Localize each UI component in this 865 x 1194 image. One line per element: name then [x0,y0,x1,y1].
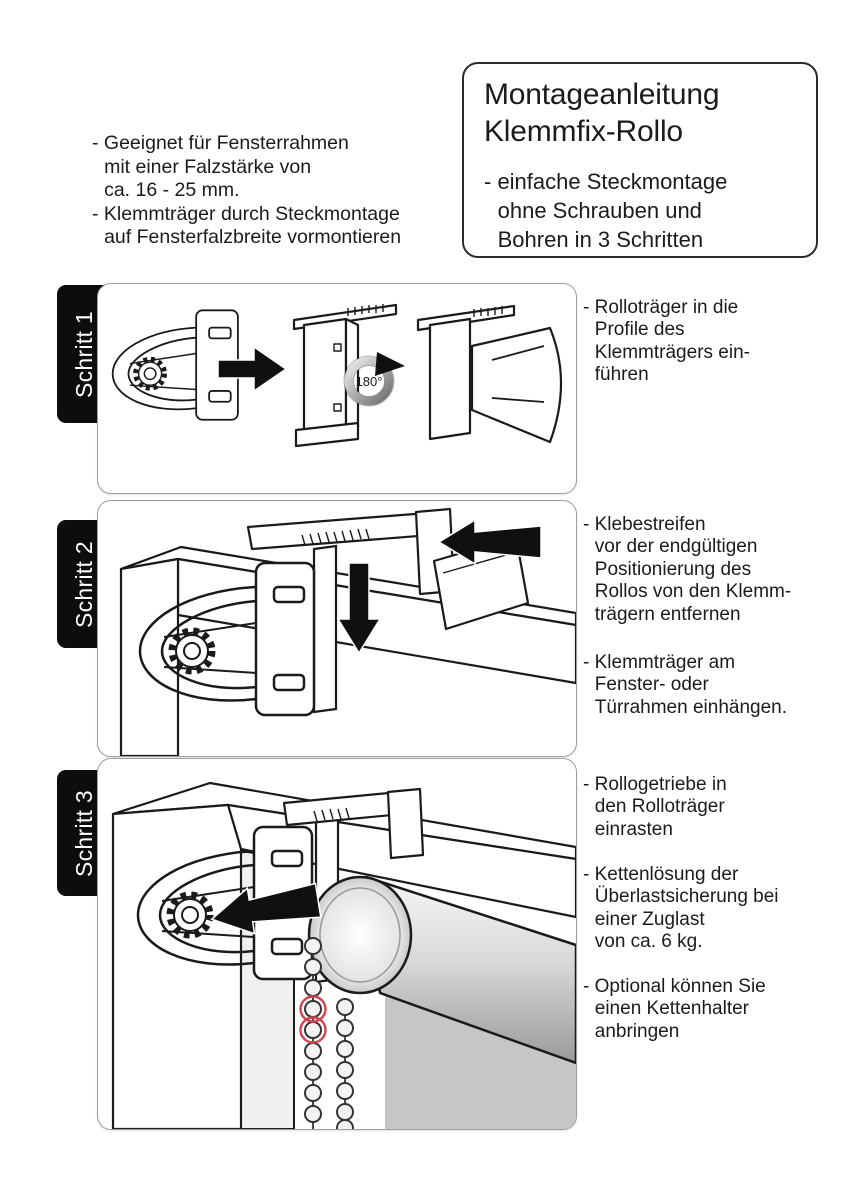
klemmtraeger-top-clamp [282,787,425,860]
arrow-down-icon [336,562,382,655]
step3-panel [97,758,577,1130]
rail-profile [312,544,338,714]
klemmtraeger-profile-drawing [292,303,398,448]
bead-chain [304,937,354,1129]
step3-note: - Kettenlösung der Überlastsicherung bei… [583,864,779,953]
step2-note: - Klemmträger am Fenster- oder Türrahmen… [583,652,788,718]
intro-bullet: - Klemmträger durch Steckmontage auf Fen… [92,202,402,249]
intro-text: - Geeignet für Fensterrahmen mit einer F… [92,132,401,250]
rotate-180-icon: 180° [343,352,405,407]
step3-note: - Rollogetriebe in den Rolloträger einra… [583,774,727,840]
roller-tube-drawing [307,875,576,1065]
step3-label: Schritt 3 [71,789,98,877]
arrow-left-icon [437,518,542,566]
step2-label: Schritt 2 [71,540,98,628]
arrow-right-icon [217,345,288,393]
step2-illustration [119,507,576,756]
step3-note: - Optional können Sie einen Kettenhalter… [583,976,766,1042]
step3-illustration [111,781,576,1129]
step2-panel [97,500,577,757]
step1-note: - Rolloträger in die Profile des Klemmtr… [583,297,750,386]
assembled-bracket-drawing [416,304,563,444]
overload-link-marker [299,995,327,1044]
step1-panel: 180° [97,283,577,494]
step2-note: - Klebestreifen vor der endgültigen Posi… [583,514,792,625]
step1-illustration: 180° [98,303,563,448]
step1-label: Schritt 1 [71,310,98,398]
title-subtitle: - einfache Steckmontage ohne Schrauben u… [484,169,728,252]
rotate-180-label: 180° [356,374,383,389]
page-title: Montageanleitung Klemmfix-Rollo [484,78,720,148]
arrow-left-icon [210,882,322,935]
title-box: Montageanleitung Klemmfix-Rollo - einfac… [462,62,818,258]
intro-bullet: - Geeignet für Fensterrahmen mit einer F… [92,132,349,201]
